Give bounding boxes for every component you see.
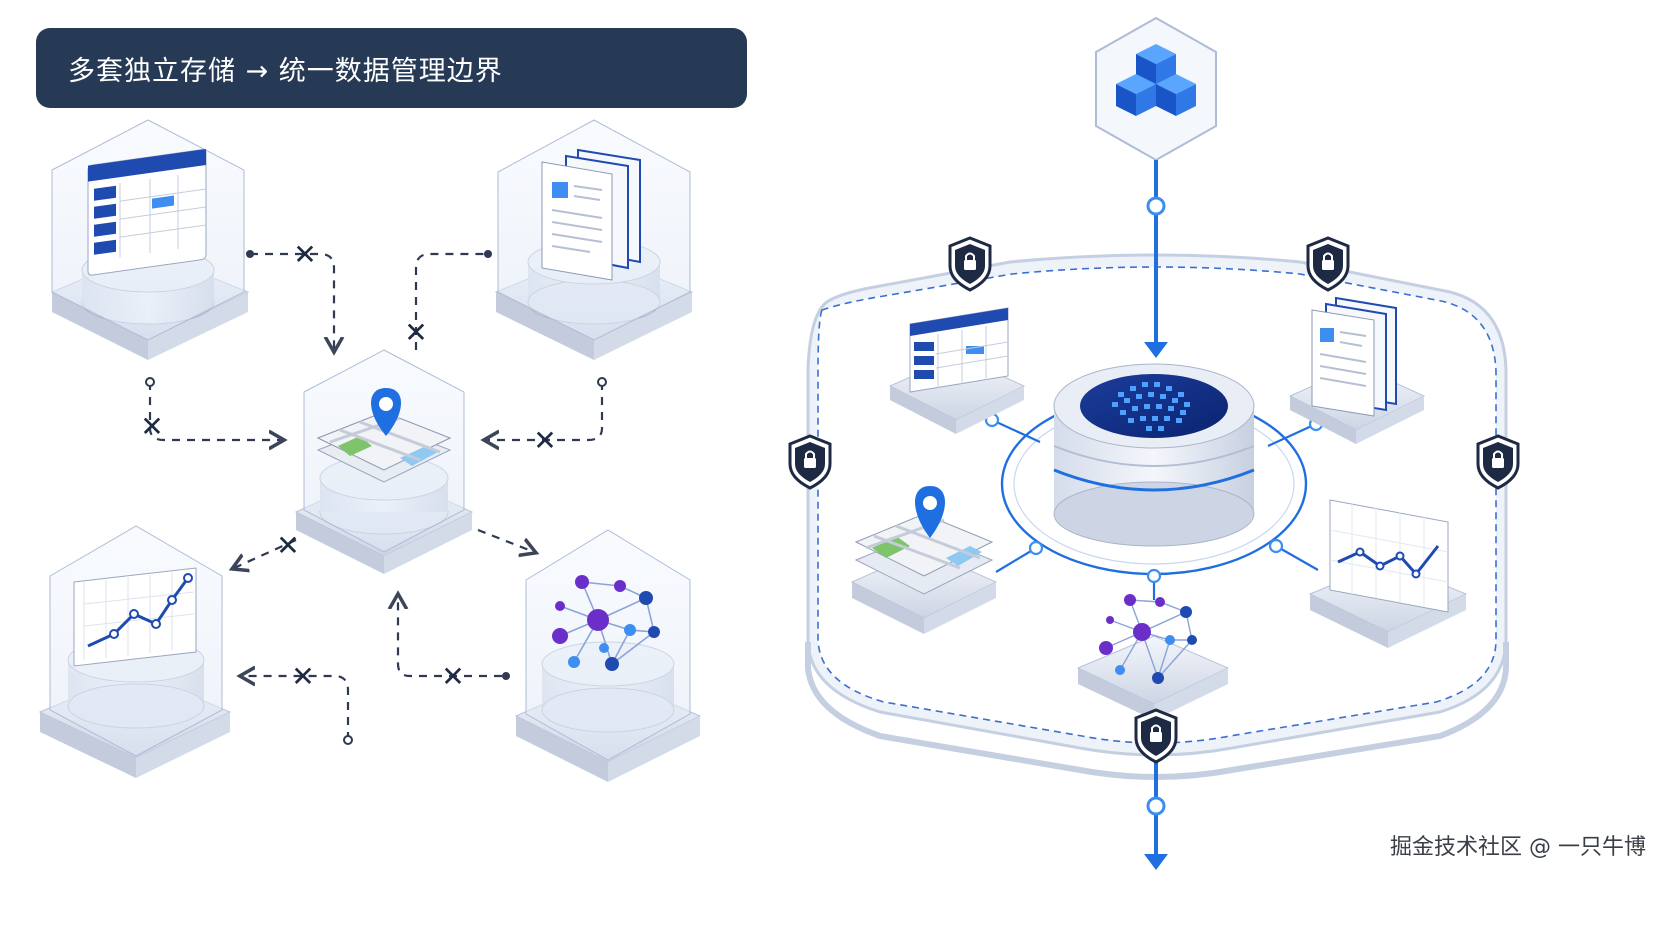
central-database-hub [1053,363,1255,547]
map-icon [316,411,452,483]
break-mark-3: ✕ [140,410,163,443]
data-flow-line [1144,160,1168,870]
line-chart-icon [73,567,197,667]
watermark: 掘金技术社区 @ 一只牛博 [1390,835,1646,860]
break-mark-7: ✕ [291,660,314,693]
map-pin-icon [371,388,401,436]
broken-link-markers: ✕ ✕ ✕ ✕ ✕ ✕ ✕ [140,238,556,693]
graph-network-icon [552,575,660,671]
module-document [1288,296,1426,444]
line-chart-icon [1329,499,1449,613]
page-title: 多套独立存储 → 统一数据管理边界 [68,55,503,87]
break-mark-6: ✕ [441,660,464,693]
lock-shield-icon [1134,708,1178,764]
map-pin-icon [915,486,945,538]
document-icon [541,148,641,281]
document-icon [1311,296,1397,417]
table-icon [87,149,207,276]
lock-shield-icon [1306,236,1350,292]
grid-database-icon [1112,382,1190,431]
geo-store [294,349,474,574]
table-icon [909,307,1009,393]
module-graph [1076,594,1230,720]
graph-network-icon [1099,594,1197,684]
table-store [50,119,250,360]
module-timeseries [1308,499,1468,648]
document-store [494,119,694,360]
module-table [888,307,1026,434]
lock-shield-icon [1476,434,1520,490]
broken-links [148,252,604,740]
break-mark-5: ✕ [276,529,299,562]
title-banner: 多套独立存储 → 统一数据管理边界 [36,28,747,108]
break-mark-1: ✕ [293,238,316,271]
break-mark-2: ✕ [404,316,427,349]
lock-shield-icon [948,236,992,292]
module-geo [850,486,998,634]
link-endpoints [145,250,607,745]
break-mark-4: ✕ [533,424,556,457]
hub-connectors [991,419,1319,600]
source-node [1095,16,1217,162]
timeseries-store [38,525,232,778]
lock-shield-icon [788,434,832,490]
graph-store [514,529,702,782]
boundary-locks [788,236,1520,764]
cubes-icon [1116,44,1196,116]
